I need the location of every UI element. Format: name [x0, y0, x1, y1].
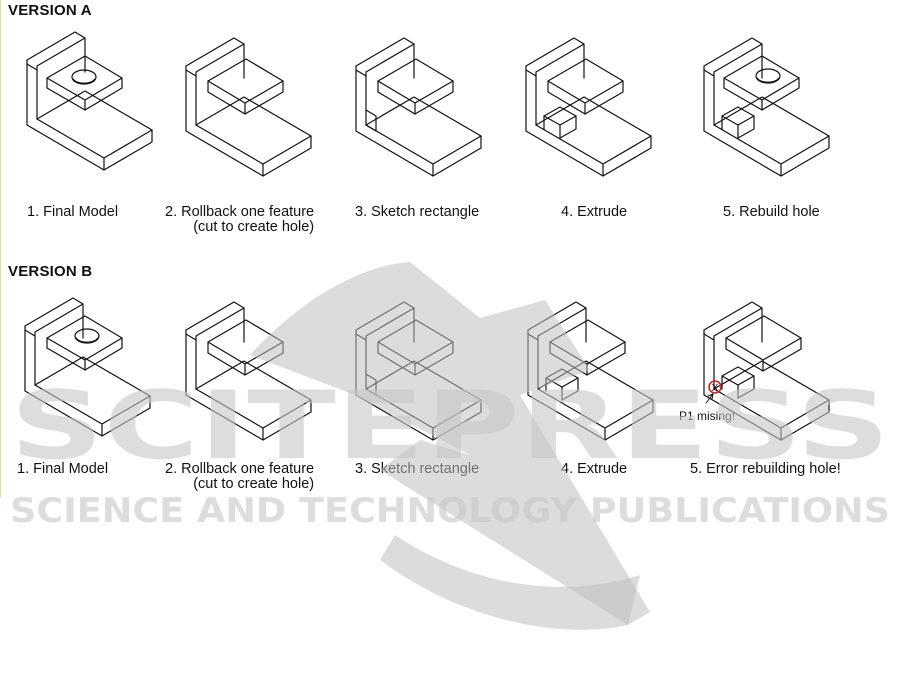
caption-a5: 5. Rebuild hole	[723, 204, 820, 220]
error-marker: X	[705, 380, 722, 404]
error-annotation-label: P1 mising!	[679, 409, 736, 423]
caption-b4: 4. Extrude	[561, 461, 628, 477]
caption-b5: 5. Error rebuilding hole!	[690, 461, 841, 477]
error-x-mark: X	[712, 383, 719, 394]
caption-b2: 2. Rollback one feature(cut to create ho…	[165, 461, 315, 492]
hole	[71, 69, 97, 85]
model-a3-sketch	[355, 37, 482, 177]
model-a1-final	[26, 31, 153, 171]
caption-a1: 1. Final Model	[27, 204, 119, 220]
caption-a3: 3. Sketch rectangle	[355, 204, 480, 220]
bracket-base	[26, 31, 153, 171]
caption-a2: 2. Rollback one feature(cut to create ho…	[165, 204, 315, 235]
sketch-rectangle	[365, 109, 377, 132]
version-a-title: VERSION A	[8, 2, 92, 19]
model-a4-extrude	[525, 37, 652, 177]
plate-with-hole	[46, 55, 123, 111]
caption-a4: 4. Extrude	[561, 204, 628, 220]
model-b1-final	[24, 297, 151, 437]
plate-no-hole	[207, 58, 284, 115]
error-circle-icon	[708, 380, 722, 394]
model-b5-error: X	[703, 301, 830, 441]
version-b-title: VERSION B	[8, 263, 93, 280]
extruded-block	[543, 106, 577, 139]
caption-b3: 3. Sketch rectangle	[355, 461, 480, 477]
watermark-sub-text: SCIENCE AND TECHNOLOGY PUBLICATIONS	[10, 491, 890, 531]
model-b4-extrude	[527, 301, 654, 441]
model-b3-sketch	[355, 301, 482, 441]
model-b2-rollback	[185, 301, 312, 441]
model-a2-rollback	[185, 37, 312, 177]
caption-b1: 1. Final Model	[17, 461, 109, 477]
watermark-arc	[380, 535, 640, 630]
model-a5-rebuild	[703, 37, 830, 177]
left-margin-line	[0, 0, 1, 498]
